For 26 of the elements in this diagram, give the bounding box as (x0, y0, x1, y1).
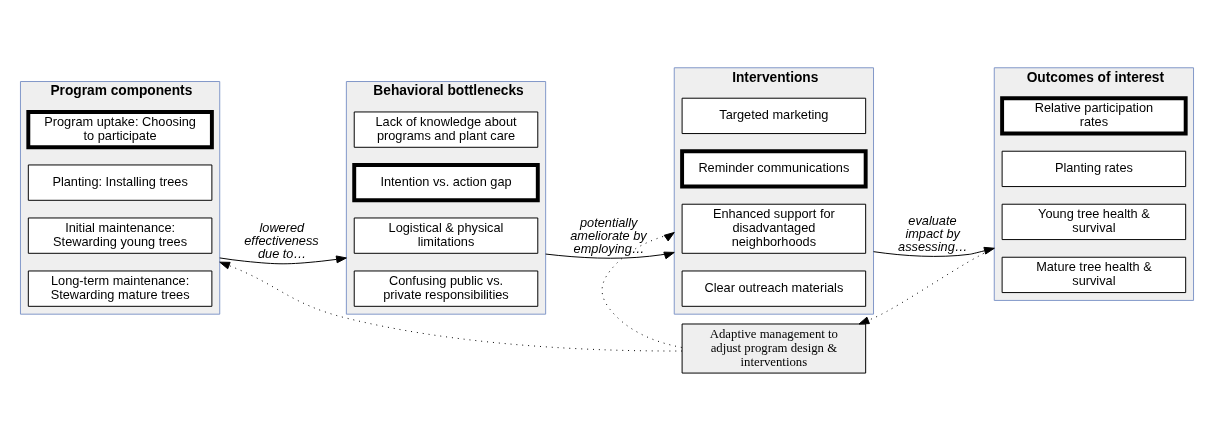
node-box: Reminder communications (680, 149, 868, 189)
node-box: Program uptake: Choosing to participate (26, 110, 214, 150)
node-box: Enhanced support for disadvantaged neighborhoods (681, 203, 867, 254)
node-box: Planting: Installing trees (27, 164, 213, 201)
edge-label: lowered effectiveness due to… (244, 220, 319, 261)
node-box: Planting rates (1001, 150, 1187, 188)
node-box: Long-term maintenance: Stewarding mature trees (27, 270, 213, 307)
node-box: Young tree health & survival (1001, 203, 1187, 241)
node-box: Lack of knowledge about programs and plant care (353, 111, 539, 148)
arrow (873, 246, 995, 257)
arrow (219, 261, 683, 352)
arrow (219, 255, 347, 265)
node-box: Intention vs. action gap (352, 163, 540, 203)
edge-label: potentially ameliorate by employing… (570, 215, 647, 256)
arrow (601, 232, 683, 348)
node-box: Confusing public vs. private responsibilities (353, 270, 539, 307)
node-box: Clear outreach materials (681, 270, 867, 307)
node-box: Mature tree health & survival (1001, 256, 1187, 294)
arrow (545, 251, 675, 260)
node-box: Initial maintenance: Stewarding young trees (27, 217, 213, 254)
arrow (858, 247, 995, 325)
node-box: Targeted marketing (681, 97, 867, 135)
edge-label: evaluate impact by assessing… (898, 213, 968, 254)
node-box: Relative participation rates (1000, 96, 1188, 136)
node-box: Logistical & physical limitations (353, 217, 539, 254)
node-box: Adaptive management to adjust program design & interventions (681, 323, 867, 374)
